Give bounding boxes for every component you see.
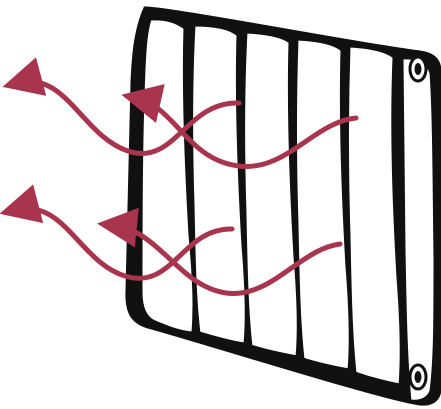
radiator-end-cap <box>402 58 435 401</box>
radiator-fin-2 <box>192 25 247 344</box>
radiator-valve-icon <box>410 365 426 389</box>
radiator-icon <box>127 8 440 404</box>
radiator-valve-icon <box>410 57 426 81</box>
radiator-fin-5 <box>348 46 402 385</box>
radiator-fin-3 <box>244 32 299 357</box>
radiator-fin-4 <box>296 39 351 370</box>
